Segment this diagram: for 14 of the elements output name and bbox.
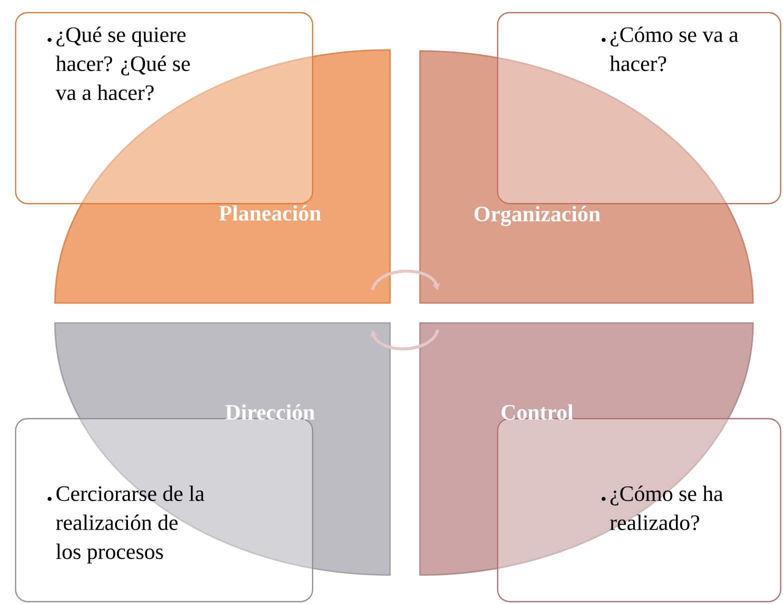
quadrant-title: Dirección (225, 404, 315, 420)
quadrant-shape (419, 50, 754, 304)
text-box: ¿Qué se quiere hacer? ¿Qué se va a hacer? (15, 12, 314, 204)
quadrant-title: Organización (474, 206, 600, 226)
cycle-arrow (370, 270, 440, 291)
quadrant-title: Control (502, 404, 574, 420)
quadrant-shape (54, 49, 391, 304)
cycle-arrow (370, 329, 440, 350)
quadrant-title: Planeación (219, 205, 322, 221)
text-box: ¿Cómo se ha realizado? (497, 418, 782, 602)
text-box: Cerciorarse de la realización de los procesos (15, 418, 314, 602)
quadrant-shape (54, 322, 391, 576)
quadrant-shape (419, 322, 754, 576)
text-box: ¿Cómo se va a hacer? (497, 12, 782, 204)
